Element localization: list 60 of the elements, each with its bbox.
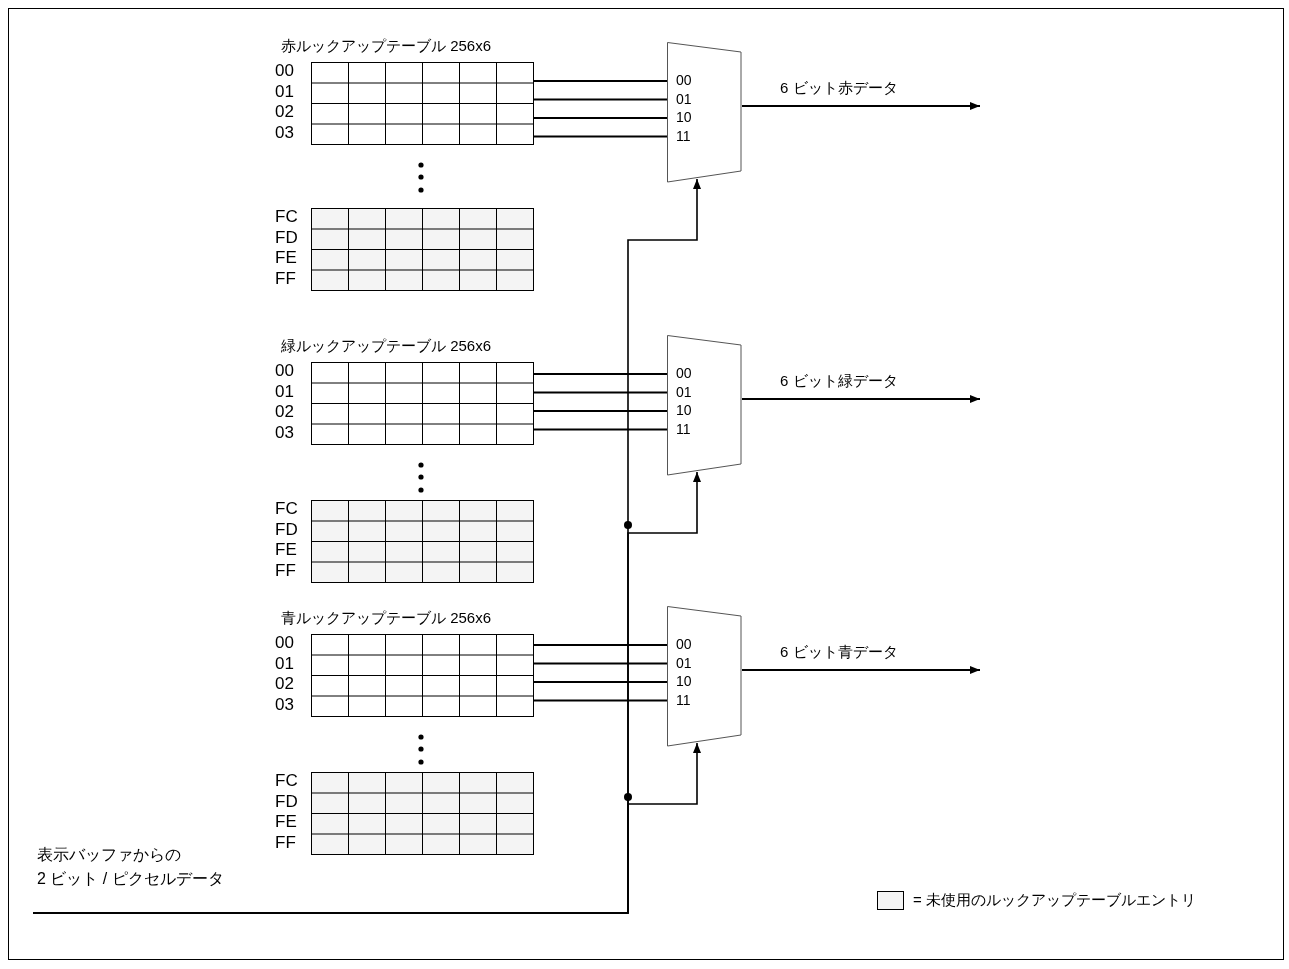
- signal-line: [532, 699, 668, 702]
- signal-line: [532, 410, 668, 412]
- arrow: [741, 666, 981, 674]
- table-title: 青ルックアップテーブル 256x6: [281, 610, 492, 625]
- row-label: 03: [275, 423, 294, 442]
- input-label: 00: [676, 637, 692, 651]
- edge-label: 6 ビット赤データ: [780, 80, 898, 95]
- row-label: 00: [275, 362, 294, 380]
- row-label: FC: [275, 500, 298, 518]
- row-label: 03: [275, 123, 294, 142]
- row-label: 01: [275, 82, 294, 101]
- arrow: [32, 742, 701, 914]
- row-label: 00: [275, 62, 294, 80]
- arrow: [741, 395, 981, 403]
- input-label: 01: [676, 655, 692, 670]
- row-label: FC: [275, 772, 298, 790]
- signal-line: [532, 135, 668, 138]
- input-label: 11: [676, 692, 691, 707]
- table-title: 赤ルックアップテーブル 256x6: [281, 38, 492, 53]
- input-label: 00: [676, 73, 692, 87]
- signal-line: [532, 98, 668, 101]
- row-label: FE: [275, 249, 297, 267]
- signal-line: [532, 428, 668, 431]
- input-label: 11: [676, 421, 691, 436]
- signal-line: [532, 391, 668, 394]
- input-label: 01: [676, 91, 692, 106]
- input-label: 00: [676, 366, 692, 380]
- input-label: 11: [676, 128, 691, 143]
- row-label: FF: [275, 561, 296, 580]
- row-label: FE: [275, 541, 297, 559]
- signal-line: [532, 681, 668, 683]
- input-label: 10: [676, 674, 692, 688]
- row-label: 01: [275, 382, 294, 401]
- legend-text: = 未使用のルックアップテーブルエントリ: [913, 892, 1196, 907]
- input-label: 01: [676, 384, 692, 399]
- row-label: FF: [275, 269, 296, 288]
- signal-line: [532, 80, 668, 82]
- row-label: FD: [275, 520, 298, 539]
- signal-line: [532, 373, 668, 375]
- row-label: FF: [275, 833, 296, 852]
- edge-label: 6 ビット緑データ: [780, 373, 898, 388]
- input-label: 10: [676, 403, 692, 417]
- row-label: FD: [275, 792, 298, 811]
- source-label: 表示バッファからの2 ビット / ピクセルデータ: [37, 845, 225, 889]
- row-label: 00: [275, 634, 294, 652]
- signal-line: [532, 662, 668, 665]
- row-label: FE: [275, 813, 297, 831]
- signal-line: [532, 117, 668, 119]
- signal-line: [532, 644, 668, 646]
- row-label: 02: [275, 403, 294, 421]
- row-label: 01: [275, 654, 294, 673]
- row-label: 03: [275, 695, 294, 714]
- table-title: 緑ルックアップテーブル 256x6: [281, 338, 492, 353]
- arrow: [741, 102, 981, 110]
- row-label: FD: [275, 228, 298, 247]
- row-label: FC: [275, 208, 298, 226]
- row-label: 02: [275, 103, 294, 121]
- input-label: 10: [676, 110, 692, 124]
- edge-label: 6 ビット青データ: [780, 644, 898, 659]
- row-label: 02: [275, 675, 294, 693]
